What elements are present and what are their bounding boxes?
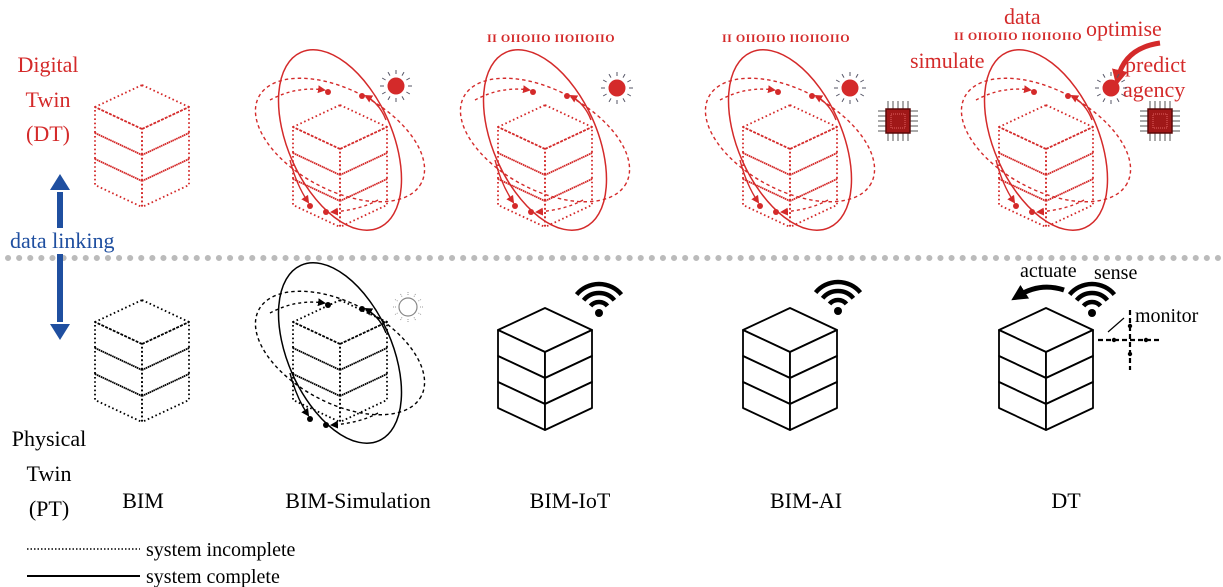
pt-loops-bim-simulation (254, 262, 426, 444)
annotation-optimise: optimise (1086, 16, 1162, 41)
dt-cube-bim-ai (742, 104, 838, 228)
simulation-sun-icon (834, 72, 866, 104)
ai-chip-icon (878, 101, 918, 141)
ai-chip-icon (1140, 101, 1180, 141)
annotation-monitor: monitor (1135, 305, 1199, 327)
digital-twin-label: Digital Twin (DT) (17, 52, 78, 146)
stage-label-bim: BIM (122, 488, 164, 513)
digital-twin-label-line: Digital (17, 52, 78, 77)
physical-twin-label: Physical Twin (PT) (12, 426, 87, 521)
dt-loops-bim-ai (704, 49, 876, 231)
legend-incomplete-label: system incomplete (146, 539, 296, 561)
data-bits-dt: II OIIOIIO IIOIIOIIO (954, 29, 1082, 43)
stage-labels: BIM BIM-Simulation BIM-IoT BIM-AI DT (122, 488, 1081, 513)
pt-cube-dt (998, 307, 1094, 431)
wifi-icon (813, 279, 863, 315)
dt-cube-bim (94, 84, 190, 208)
dt-cube-dt (998, 104, 1094, 228)
wifi-icon (574, 281, 624, 317)
simulation-sun-icon (1095, 72, 1127, 104)
pt-cube-bim (94, 299, 190, 423)
legend: system incomplete system complete (27, 539, 296, 587)
stage-label-bim-iot: BIM-IoT (530, 488, 611, 513)
pt-cube-bim-iot (497, 307, 593, 431)
physical-twin-label-line: Physical (12, 426, 87, 451)
annotation-agency: agency (1123, 77, 1185, 102)
pt-cube-bim-simulation (292, 299, 388, 423)
actuate-arrow (1011, 284, 1065, 301)
simulation-sun-icon (380, 70, 412, 102)
stage-label-bim-ai: BIM-AI (770, 488, 842, 513)
physical-twin-label-line: Twin (27, 461, 72, 486)
simulation-sun-icon (601, 72, 633, 104)
wifi-icon (1067, 281, 1117, 317)
annotation-simulate: simulate (910, 48, 985, 73)
dt-cube-bim-simulation (292, 104, 388, 228)
stage-label-dt: DT (1051, 488, 1081, 513)
pt-cube-bim-ai (742, 307, 838, 431)
monitor-crosshair-icon (1098, 310, 1162, 370)
monitor-pointer (1107, 317, 1125, 333)
dt-cube-bim-iot (497, 104, 593, 228)
dt-loops-bim-simulation (254, 49, 426, 231)
physical-twin-label-line: (PT) (29, 496, 69, 521)
dt-loops-dt (960, 49, 1132, 231)
legend-complete-label: system complete (146, 566, 280, 587)
annotation-sense: sense (1094, 262, 1137, 284)
data-bits-bim-ai: II OIIOIIO IIOIIOIIO (722, 31, 850, 45)
digital-twin-label-line: Twin (26, 87, 71, 112)
data-bits-bim-iot: II OIIOIIO IIOIIOIIO (487, 31, 615, 45)
stage-label-bim-simulation: BIM-Simulation (285, 488, 430, 513)
digital-twin-label-line: (DT) (26, 121, 70, 146)
simulation-sun-outline-icon (392, 291, 424, 323)
annotation-predict: predict (1125, 52, 1186, 77)
data-linking-arrow (50, 174, 70, 340)
dt-loops-bim-iot (459, 49, 631, 231)
annotation-actuate: actuate (1020, 260, 1077, 282)
data-linking-label: data linking (10, 228, 114, 253)
annotation-data: data (1004, 4, 1041, 29)
optimise-arrow (1112, 40, 1161, 86)
